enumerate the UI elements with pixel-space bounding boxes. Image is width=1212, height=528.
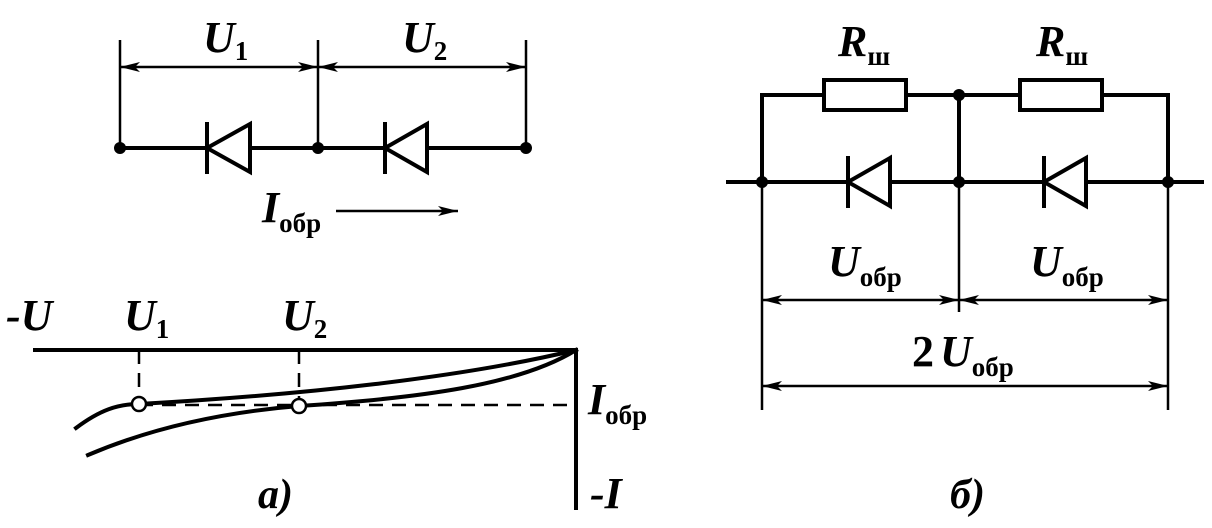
diode-2 (380, 120, 429, 176)
label-uobr-2: Uобр (1030, 237, 1104, 292)
diode-4 (1039, 154, 1088, 210)
axis-label-u1: U1 (124, 291, 169, 344)
label-resistor-1: Rш (837, 17, 890, 71)
terminal-right (520, 142, 532, 154)
shunt-wire-right (1100, 93, 1170, 184)
characteristic-curve-1 (73, 347, 579, 431)
label-uobr-1: Uобр (828, 237, 902, 292)
series-diodes-circuit: U1 U2 Iобр (114, 13, 532, 238)
label-u2: U2 (402, 13, 447, 66)
axis-label-neg-u: -U (6, 291, 55, 340)
label-u1: U1 (203, 13, 248, 66)
caption-b: б) (950, 472, 985, 518)
label-reverse-current: Iобр (261, 183, 321, 238)
operating-point-u2 (290, 397, 308, 415)
axis-label-neg-i: -I (590, 469, 624, 518)
axis-label-u2: U2 (282, 291, 327, 344)
label-resistor-2: Rш (1035, 17, 1088, 71)
node-middle (312, 142, 324, 154)
caption-a: а) (258, 472, 293, 518)
diode-3 (843, 154, 892, 210)
iv-characteristic-graph: -U U1 U2 Iобр -I а) (6, 291, 647, 518)
diode-1 (202, 120, 252, 176)
shunt-resistor-2 (1018, 78, 1104, 112)
shunt-resistor-1 (822, 78, 908, 112)
terminal-left (114, 142, 126, 154)
node-top-middle (953, 89, 965, 101)
shunt-wire-left (760, 93, 826, 184)
axis-label-iobr: Iобр (587, 375, 647, 430)
operating-point-u1 (130, 395, 148, 413)
